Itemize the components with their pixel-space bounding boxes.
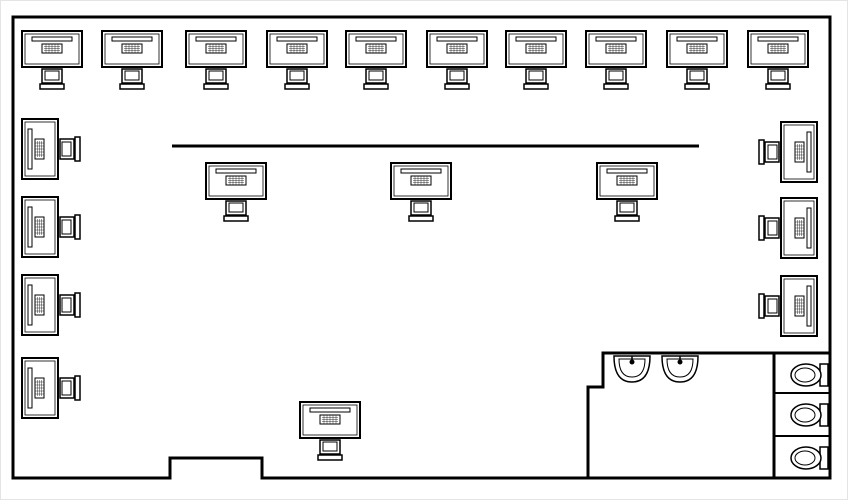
- restroom-wall: [586, 351, 830, 478]
- restroom: [586, 351, 830, 478]
- toilet-icon: [790, 446, 829, 470]
- toilet-icon: [790, 363, 829, 387]
- room-outer-wall: [11, 15, 832, 480]
- toilet-icon: [790, 403, 829, 427]
- workstations-right-wall: [758, 121, 818, 337]
